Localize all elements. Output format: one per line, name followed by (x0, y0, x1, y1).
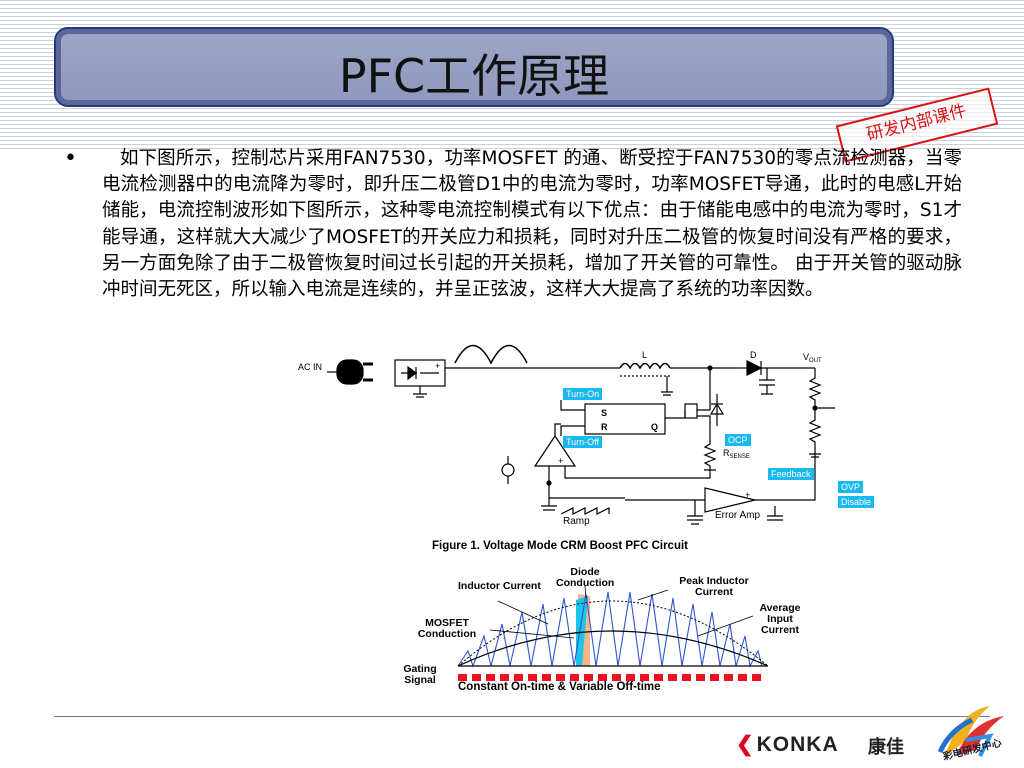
figure-caption: Figure 1. Voltage Mode CRM Boost PFC Cir… (432, 540, 688, 552)
konka-logo: ❮KONKA (736, 733, 839, 756)
ac-plug-icon (336, 359, 364, 385)
svg-text:+: + (435, 361, 440, 371)
ramp-label: Ramp (563, 516, 590, 527)
svg-text:+: + (745, 490, 750, 500)
label-mosfet-conduction: MOSFET Conduction (417, 617, 477, 640)
tag-turn-on: Turn-On (563, 388, 603, 400)
diode-label: D (750, 350, 757, 360)
error-amp-label: Error Amp (715, 510, 760, 521)
slide-title: PFC工作原理 (338, 49, 610, 103)
svg-text:R: R (601, 422, 608, 432)
waveform-caption: Constant On-time & Variable Off-time (458, 681, 661, 693)
footer-divider (54, 716, 990, 717)
pfc-circuit-diagram: AC IN + L D VOUT S R Q RSENSE + Ramp Err… (298, 344, 835, 527)
gating-signal-pulses (458, 674, 761, 681)
label-peak-inductor-current: Peak Inductor Current (679, 575, 749, 598)
konka-cn-name: 康佳 (868, 737, 904, 758)
tag-feedback: Feedback (768, 468, 814, 480)
label-diode-conduction: Diode Conduction (556, 566, 615, 589)
svg-text:Q: Q (651, 422, 658, 432)
tag-turn-off: Turn-Off (563, 436, 603, 448)
svg-text:S: S (601, 408, 607, 418)
crm-waveform-diagram (457, 585, 769, 681)
ac-label: AC IN (298, 362, 322, 372)
average-input-curve (457, 630, 769, 667)
tag-ovp: OVP (838, 481, 864, 493)
vout-label: VOUT (803, 352, 822, 364)
label-gating-signal: Gating Signal (403, 663, 437, 686)
label-inductor-current: Inductor Current (458, 580, 541, 592)
svg-text:+: + (558, 456, 563, 466)
label-average-input-current: Average Input Current (759, 602, 801, 636)
tag-ocp: OCP (725, 434, 751, 446)
peak-envelope (457, 600, 769, 667)
inductor-label: L (642, 350, 647, 360)
rsense-label: RSENSE (723, 448, 750, 460)
body-paragraph: 如下图所示，控制芯片采用FAN7530，功率MOSFET 的通、断受控于FAN7… (102, 148, 962, 301)
bullet-marker: • (64, 146, 77, 171)
title-bar (54, 27, 894, 107)
rnd-center-logo-icon (937, 706, 1004, 758)
mosfet-conduction-fill (576, 596, 588, 666)
konka-mark-icon: ❮ (736, 733, 755, 756)
tag-disable: Disable (838, 496, 875, 508)
